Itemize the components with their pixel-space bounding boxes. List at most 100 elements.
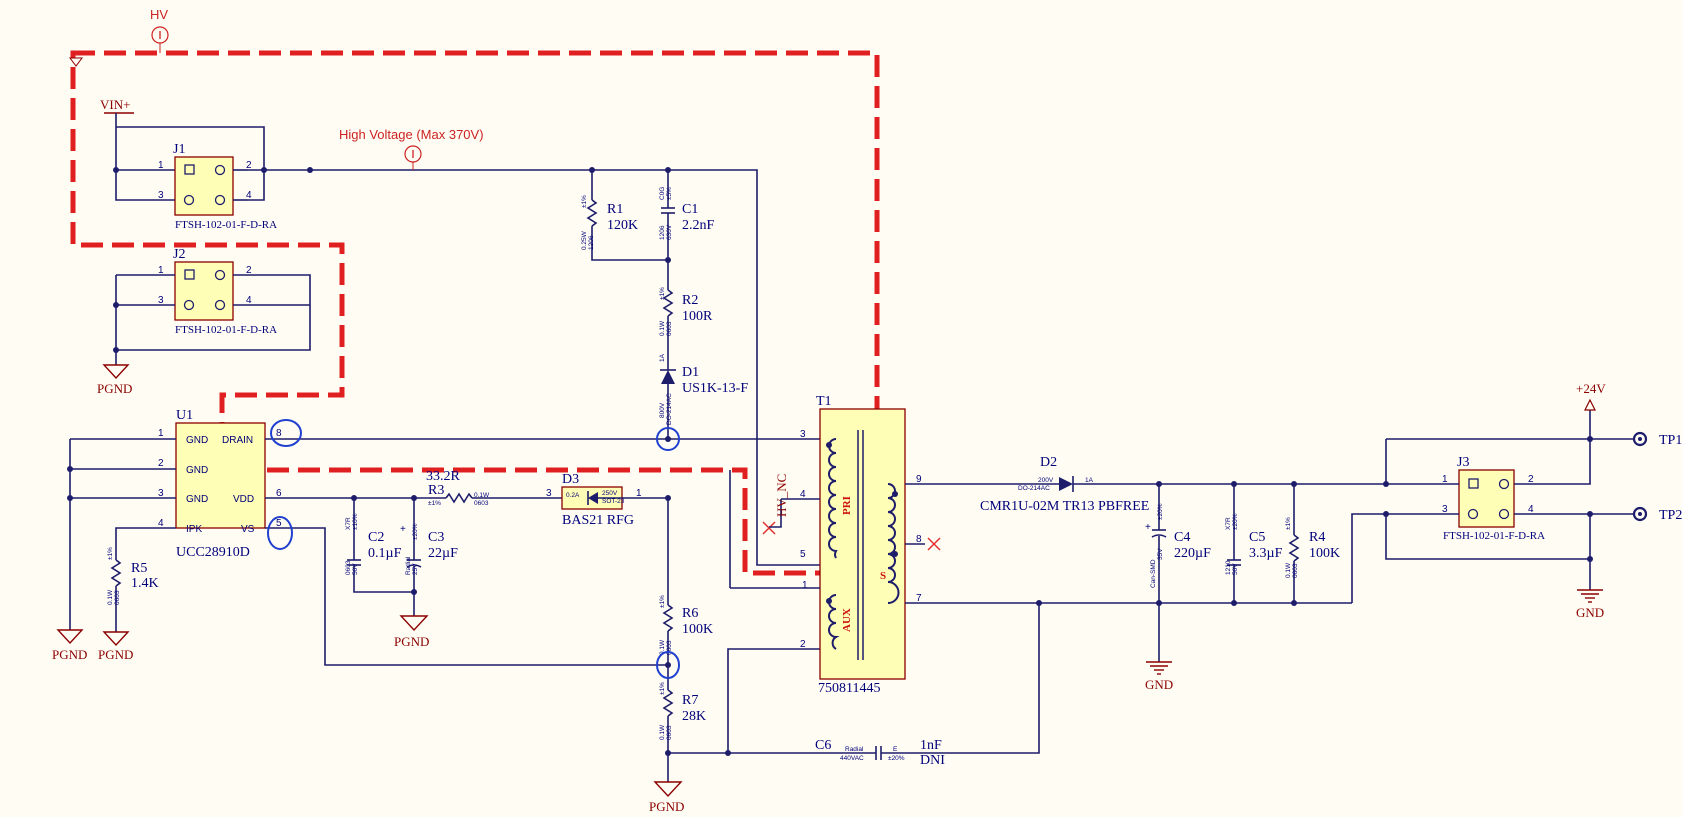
connector-j1: J1 1 2 3 4 FTSH-102-01-F-D-RA	[158, 142, 277, 231]
r5-labels: ±1% 0.1W 0603 R5 1.4K	[107, 547, 159, 605]
capacitor-c5: X7R ±20% 50V 1210 C5 3.3µF	[1225, 481, 1283, 606]
u1-pin2-name: GND	[186, 465, 208, 476]
j1-pin3: 3	[158, 190, 164, 201]
t1-pin9: 9	[916, 474, 922, 485]
t1-pin7: 7	[916, 593, 922, 604]
j1-pin1: 1	[158, 160, 164, 171]
r2-tol: ±1%	[659, 287, 666, 300]
resistor-r7: ±1% 0.1W 0603 R7 28K	[659, 682, 706, 782]
u1-pin4-name: IPK	[186, 524, 202, 535]
gnd-label-c4: GND	[1145, 677, 1173, 692]
c1-voltage: 630V	[666, 224, 673, 240]
c4-value: 220µF	[1174, 546, 1211, 561]
u1-pin8-num: 8	[276, 428, 282, 439]
capacitor-c3: + ±20% 25V Radial C3 22µF	[400, 495, 458, 616]
t1-pin8: 8	[916, 534, 922, 545]
d3-pkg: SOT-23	[602, 498, 625, 505]
test-point-tp2: TP2	[1632, 506, 1682, 523]
t1-pin3: 3	[800, 429, 806, 440]
c2-voltage: 50V	[352, 563, 359, 575]
resistor-r4: ±1% 0.1W 0603 R4 100K	[1285, 481, 1340, 606]
svg-text:+: +	[400, 524, 406, 535]
tp1-label: TP1	[1659, 433, 1682, 448]
t1-value: 750811445	[818, 681, 880, 696]
u1-pin4-num: 4	[158, 518, 164, 529]
c1-value: 2.2nF	[682, 218, 715, 233]
u1-pin3-name: GND	[186, 494, 208, 505]
highlight-vs-pin	[267, 516, 293, 550]
c6-dni: DNI	[920, 753, 945, 768]
r1-ref: R1	[607, 202, 623, 217]
diode-d2: D2 200V DO-214AC 1A CMR1U-02M TR13 PBFRE…	[980, 455, 1386, 514]
resistor-r1: ±1% 0.25W 1206 R1 120K	[581, 170, 668, 261]
d1-ref: D1	[682, 365, 699, 380]
c2-dielectric: X7R	[345, 517, 352, 530]
hv-nc-label: HV_NC	[774, 474, 789, 517]
annotation-highlights	[267, 419, 680, 679]
t1-pin1: 1	[802, 580, 808, 591]
j3-value: FTSH-102-01-F-D-RA	[1443, 530, 1545, 542]
output-wires	[1351, 410, 1634, 603]
diode-d3: D3 0.2A 250V SOT-23 3 1 BAS21 RFG	[546, 472, 671, 528]
input-wires	[113, 113, 820, 566]
c5-dielectric: X7R	[1225, 517, 1232, 530]
d2-current: 1A	[1085, 477, 1094, 484]
c5-tol: ±20%	[1232, 513, 1239, 530]
d2-ref: D2	[1040, 455, 1057, 470]
j3-pin4: 4	[1528, 504, 1534, 515]
j2-ref: J2	[173, 247, 185, 262]
j1-value: FTSH-102-01-F-D-RA	[175, 219, 277, 231]
connector-j2: J2 1 2 3 4 FTSH-102-01-F-D-RA	[113, 247, 311, 365]
c2-ref: C2	[368, 530, 384, 545]
vin-port: VIN+	[100, 97, 134, 114]
r7-value: 28K	[682, 709, 706, 724]
d2-voltage: 200V	[1038, 477, 1054, 484]
pgnd-label-r7: PGND	[649, 799, 684, 814]
capacitor-c2: X7R ±10% 50V 0603 C2 0.1µF	[345, 495, 414, 593]
t1-primary-wires: HV_NC	[729, 470, 820, 589]
r5-pkg: 0603	[114, 590, 121, 605]
u1-pin1-name: GND	[186, 435, 208, 446]
r5-value: 1.4K	[131, 576, 159, 591]
r4-ref: R4	[1309, 530, 1325, 545]
c1-pkg: 1206	[659, 225, 666, 240]
j2-pin4: 4	[246, 295, 252, 306]
highlight-drain-node	[656, 427, 680, 451]
r5-tol: ±1%	[107, 547, 114, 560]
pgnd-label-u1: PGND	[52, 647, 87, 662]
d1-pkg: DO-214AC	[666, 393, 673, 425]
r2-value: 100R	[682, 309, 713, 324]
ic-u1: U1 GND GND GND IPK DRAIN VDD VS 1 2 3 4 …	[158, 408, 282, 560]
j3-pin3: 3	[1442, 504, 1448, 515]
c1-ref: C1	[682, 202, 698, 217]
svg-text:+: +	[1145, 522, 1151, 533]
c4-tol: ±20%	[1157, 503, 1164, 520]
r1-pkg: 1206	[588, 235, 595, 250]
c6-tol: ±20%	[888, 755, 905, 762]
r4-tol: ±1%	[1285, 517, 1292, 530]
hv-net-marker: HV	[150, 7, 169, 53]
t1-pin5: 5	[800, 549, 806, 560]
r5-ref: R5	[131, 561, 147, 576]
c5-voltage: 50V	[1232, 563, 1239, 575]
c3-tol: ±20%	[412, 523, 419, 540]
j2-value: FTSH-102-01-F-D-RA	[175, 324, 277, 336]
d1-value: US1K-13-F	[682, 381, 748, 396]
d3-current: 0.2A	[566, 492, 580, 499]
t1-ref: T1	[816, 394, 832, 409]
c6-voltage: 440VAC	[840, 755, 864, 762]
high-voltage-label: High Voltage (Max 370V)	[339, 127, 484, 142]
r6-tol: ±1%	[659, 595, 666, 608]
r3-ref-value: 33.2R	[426, 469, 461, 484]
r1-value: 120K	[607, 218, 638, 233]
j2-pin2: 2	[246, 265, 252, 276]
c4-voltage: 35V	[1157, 548, 1164, 560]
tp2-label: TP2	[1659, 508, 1682, 523]
j1-pin4: 4	[246, 190, 252, 201]
d1-voltage: 800V	[659, 402, 666, 418]
vin-net-label: VIN+	[100, 97, 130, 112]
c2-value: 0.1µF	[368, 546, 402, 561]
d1-current: 1A	[659, 353, 666, 362]
gnd-label-j3: GND	[1576, 605, 1604, 620]
u1-pin6-num: 6	[276, 488, 282, 499]
